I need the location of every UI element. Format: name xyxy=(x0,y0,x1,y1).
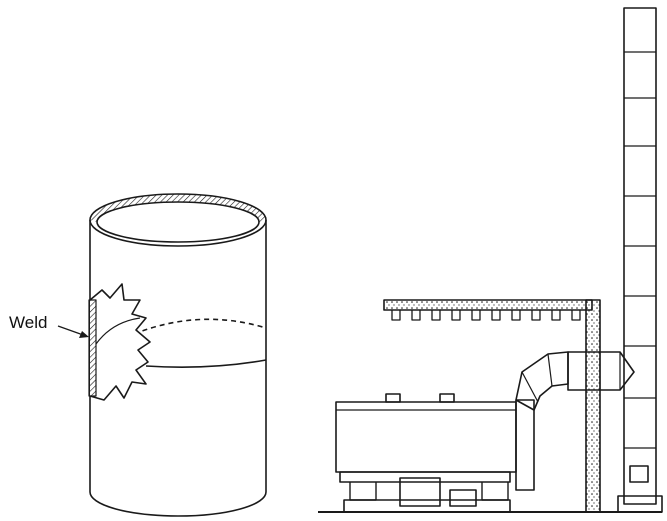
chimney-base xyxy=(617,495,663,513)
cutaway-jagged-edge xyxy=(89,283,151,401)
burner-nozzles xyxy=(391,310,581,321)
furnace-body xyxy=(335,401,517,473)
duct-joint-2 xyxy=(547,353,553,387)
chimney-stack xyxy=(623,7,657,505)
burner-unit-box xyxy=(399,477,441,507)
furnace-vent-right xyxy=(439,393,455,403)
duct-joint-1 xyxy=(521,371,539,403)
weld-label: Weld xyxy=(9,313,48,332)
chimney-access-door xyxy=(629,465,649,483)
exhaust-duct-vertical xyxy=(515,399,535,491)
weld-wall-section xyxy=(88,299,97,397)
furnace-installation xyxy=(318,7,663,513)
liquid-surface-back xyxy=(133,318,267,335)
burner-header-pipe xyxy=(383,299,593,311)
exhaust-duct-elbow xyxy=(515,351,569,411)
tank-cutaway xyxy=(57,193,267,517)
weld-arrowhead xyxy=(79,331,89,338)
pump-unit-box xyxy=(449,489,477,507)
skid-legs xyxy=(349,482,509,501)
chimney-joints xyxy=(624,51,656,449)
base-plinth xyxy=(343,499,511,513)
tank-top-rim-inner xyxy=(96,201,260,243)
tank-bottom xyxy=(89,491,267,517)
cutaway-inner-curve xyxy=(95,317,141,345)
tank-rim-hatching xyxy=(90,194,266,222)
vertical-riser-pipe xyxy=(585,299,601,513)
exhaust-duct-horizontal xyxy=(567,351,635,391)
furnace-vent-left xyxy=(385,393,401,403)
furnace-skid xyxy=(339,471,511,483)
liquid-surface-front xyxy=(145,359,267,368)
